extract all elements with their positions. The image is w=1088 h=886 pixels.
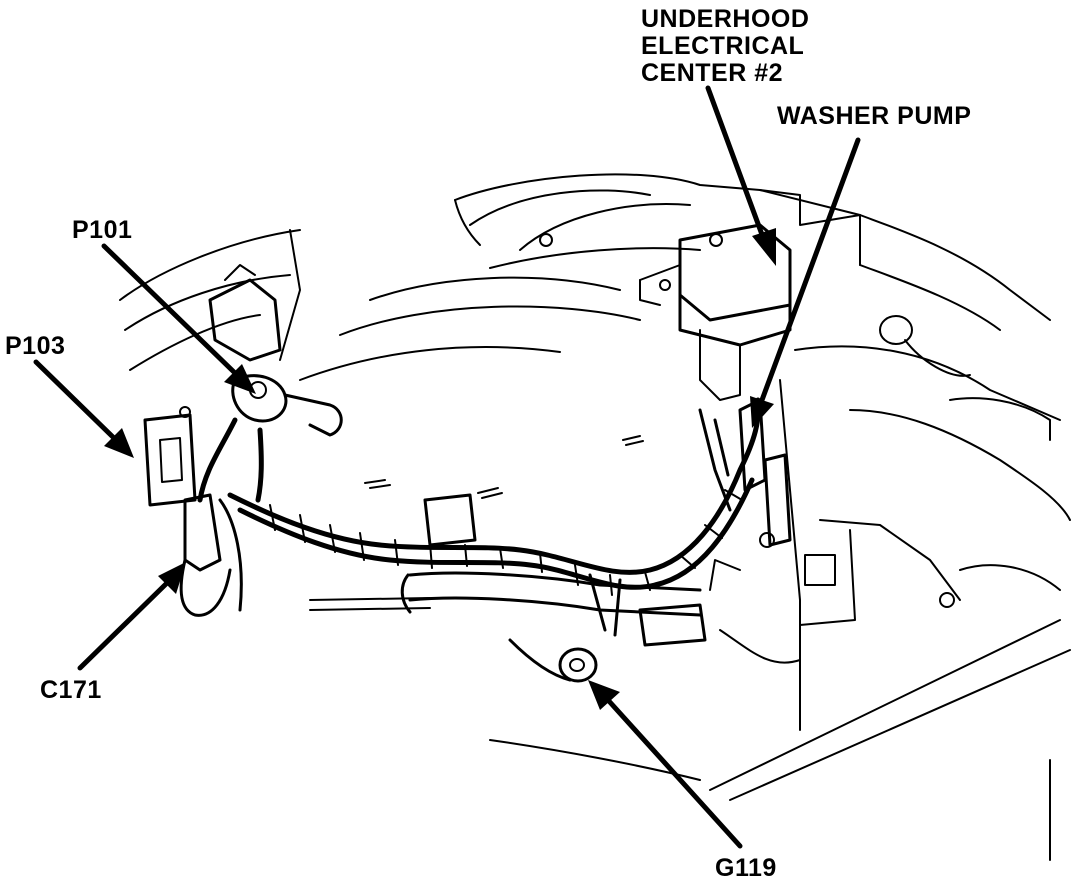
washer-pump-label: WASHER PUMP (777, 102, 972, 130)
leader-arrows (33, 85, 861, 849)
arrow-underhood-electrical-center (705, 85, 776, 266)
wiring-harness (179, 397, 801, 683)
g119-label: G119 (715, 854, 777, 882)
arrow-washer-pump (750, 137, 861, 428)
underhood-label-line-3: CENTER #2 (641, 59, 784, 87)
arrow-g119 (588, 680, 743, 849)
arrow-p103 (33, 359, 134, 458)
engine-body-outline (299, 173, 1071, 861)
underhood-label-line-1: UNDERHOOD (641, 5, 810, 33)
c171-label: C171 (40, 676, 102, 704)
arrow-c171 (77, 562, 186, 671)
underhood-electrical-center-label: UNDERHOOD ELECTRICAL CENTER #2 (641, 6, 809, 87)
arrow-p101 (101, 243, 256, 394)
underhood-label-line-2: ELECTRICAL (641, 32, 805, 60)
p101-label: P101 (72, 216, 133, 244)
p103-label: P103 (5, 332, 66, 360)
left-fender-components (119, 229, 343, 507)
